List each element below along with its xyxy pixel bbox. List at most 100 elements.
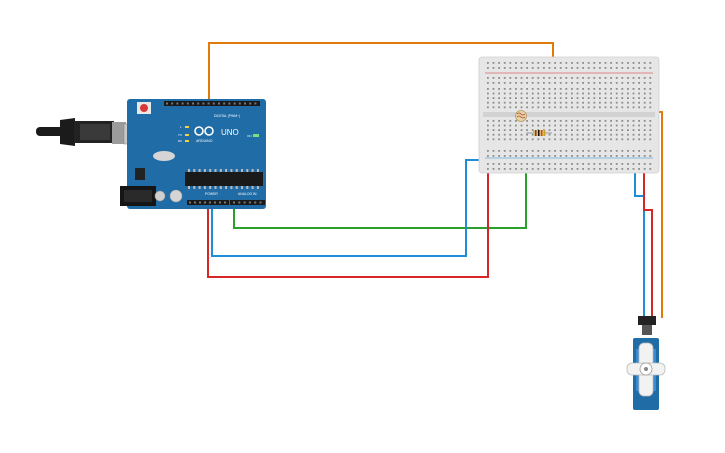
breadboard-hole bbox=[582, 138, 584, 141]
breadboard-hole bbox=[627, 155, 629, 157]
breadboard-hole bbox=[498, 155, 500, 157]
capacitor-2 bbox=[154, 190, 166, 202]
chip-leg bbox=[209, 186, 212, 189]
breadboard-hole bbox=[632, 101, 635, 104]
breadboard-hole bbox=[582, 82, 584, 84]
breadboard-hole bbox=[487, 106, 489, 109]
breadboard-hole bbox=[627, 133, 629, 136]
breadboard-hole bbox=[503, 101, 506, 104]
breadboard-hole bbox=[515, 62, 517, 64]
breadboard-hole bbox=[520, 88, 523, 90]
breadboard-hole bbox=[610, 97, 612, 99]
breadboard-hole bbox=[604, 101, 607, 104]
breadboard-hole bbox=[559, 129, 562, 131]
breadboard-hole bbox=[554, 120, 556, 122]
header-pin bbox=[249, 102, 252, 105]
blue-wire-arduino[interactable] bbox=[211, 159, 488, 257]
breadboard-hole bbox=[554, 92, 556, 95]
header-pin bbox=[181, 102, 184, 105]
breadboard[interactable] bbox=[478, 56, 660, 174]
breadboard-hole bbox=[509, 133, 512, 136]
breadboard-hole bbox=[627, 129, 629, 131]
breadboard-hole bbox=[576, 101, 579, 104]
photoresistor[interactable] bbox=[515, 110, 527, 122]
breadboard-hole bbox=[643, 67, 646, 69]
breadboard-hole bbox=[509, 67, 512, 69]
breadboard-hole bbox=[643, 88, 646, 90]
breadboard-hole bbox=[487, 92, 489, 95]
digital-header[interactable] bbox=[164, 101, 260, 106]
breadboard-hole bbox=[621, 67, 624, 69]
breadboard-hole bbox=[509, 124, 512, 127]
breadboard-hole bbox=[537, 62, 540, 64]
breadboard-hole bbox=[649, 67, 652, 69]
breadboard-hole bbox=[565, 129, 568, 131]
breadboard-hole bbox=[492, 88, 495, 90]
breadboard-hole bbox=[571, 133, 573, 136]
breadboard-hole bbox=[543, 82, 545, 84]
breadboard-hole bbox=[571, 129, 573, 131]
breadboard-hole bbox=[627, 106, 629, 109]
breadboard-hole bbox=[526, 97, 528, 99]
header-pin bbox=[238, 201, 241, 204]
red-wire-servo[interactable] bbox=[643, 166, 653, 318]
breadboard-hole bbox=[604, 82, 607, 84]
breadboard-hole bbox=[610, 120, 612, 122]
breadboard-hole bbox=[520, 101, 523, 104]
breadboard-hole bbox=[593, 163, 596, 165]
breadboard-hole bbox=[643, 133, 646, 136]
breadboard-hole bbox=[632, 150, 635, 152]
servo-motor[interactable] bbox=[626, 316, 666, 410]
breadboard-hole bbox=[643, 155, 646, 157]
on-led-label: ON bbox=[247, 134, 252, 138]
red-wire-arduino[interactable] bbox=[207, 170, 489, 278]
breadboard-hole bbox=[615, 133, 618, 136]
breadboard-hole bbox=[554, 62, 556, 64]
breadboard-hole bbox=[604, 106, 607, 109]
breadboard-hole bbox=[509, 129, 512, 131]
chip-leg bbox=[198, 186, 201, 189]
servo-horn-icon[interactable] bbox=[626, 342, 666, 397]
breadboard-hole bbox=[492, 106, 495, 109]
breadboard-hole bbox=[604, 62, 607, 64]
arduino-uno[interactable]: ARDUINO UNO DIGITAL (PWM~) POWER ANALOG … bbox=[120, 99, 266, 209]
breadboard-hole bbox=[638, 138, 640, 141]
breadboard-hole bbox=[537, 163, 540, 165]
breadboard-hole bbox=[621, 92, 624, 95]
analog-header[interactable] bbox=[230, 200, 265, 205]
breadboard-hole bbox=[531, 155, 534, 157]
header-pin bbox=[219, 201, 221, 204]
power-label: POWER bbox=[205, 192, 218, 196]
breadboard-hole bbox=[610, 92, 612, 95]
breadboard-hole bbox=[587, 77, 590, 79]
breadboard-hole bbox=[582, 67, 584, 69]
breadboard-hole bbox=[621, 62, 624, 64]
breadboard-hole bbox=[576, 168, 579, 170]
breadboard-hole bbox=[610, 82, 612, 84]
breadboard-hole bbox=[487, 163, 489, 165]
breadboard-hole bbox=[615, 163, 618, 165]
breadboard-hole bbox=[593, 88, 596, 90]
breadboard-hole bbox=[537, 155, 540, 157]
breadboard-hole bbox=[632, 82, 635, 84]
green-wire[interactable] bbox=[233, 143, 527, 229]
breadboard-hole bbox=[571, 92, 573, 95]
breadboard-hole bbox=[604, 88, 607, 90]
resistor[interactable] bbox=[526, 130, 552, 136]
breadboard-hole bbox=[638, 67, 640, 69]
tx-led-label: TX bbox=[178, 133, 182, 137]
breadboard-hole bbox=[520, 138, 523, 141]
power-header[interactable] bbox=[187, 200, 229, 205]
breadboard-hole bbox=[548, 82, 551, 84]
reset-button-cap[interactable] bbox=[140, 104, 148, 112]
breadboard-hole bbox=[543, 120, 545, 122]
breadboard-hole bbox=[559, 62, 562, 64]
breadboard-hole bbox=[509, 120, 512, 122]
breadboard-hole bbox=[543, 101, 545, 104]
breadboard-hole bbox=[559, 124, 562, 127]
board-model-label: UNO bbox=[221, 128, 239, 137]
breadboard-hole bbox=[559, 133, 562, 136]
breadboard-hole bbox=[643, 101, 646, 104]
blue-wire-servo[interactable] bbox=[634, 160, 645, 318]
